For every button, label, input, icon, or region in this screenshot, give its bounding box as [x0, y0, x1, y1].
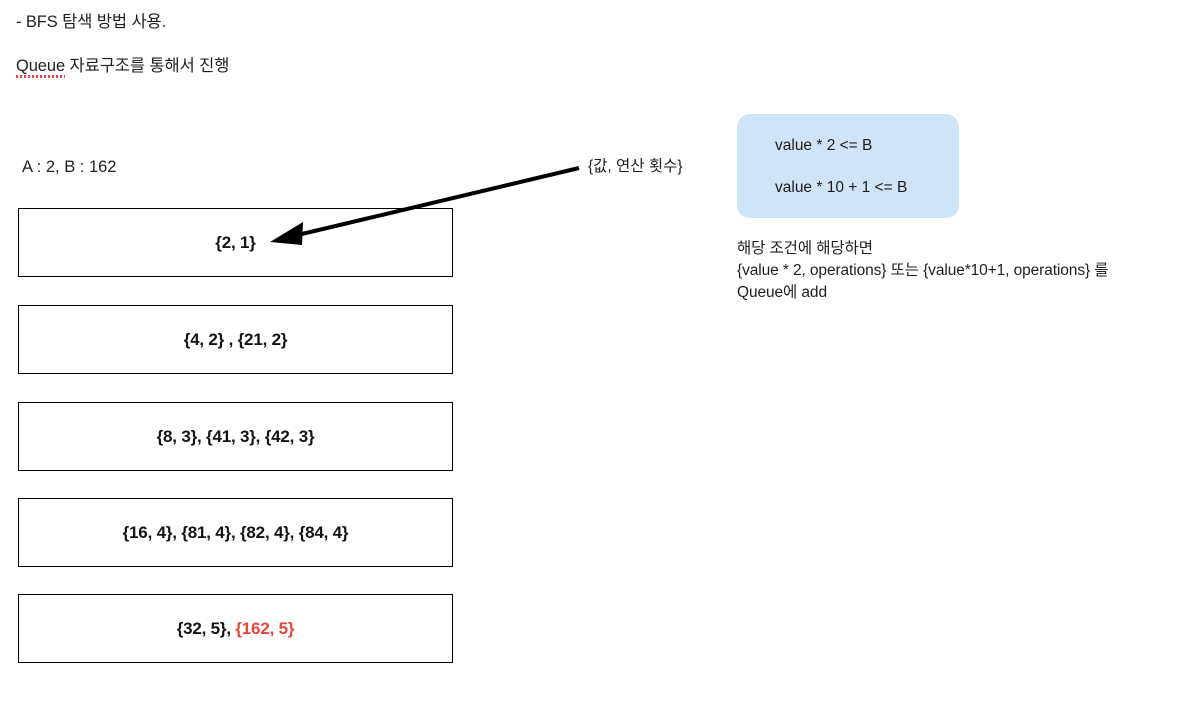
note-bfs-method: - BFS 탐색 방법 사용.	[16, 13, 167, 31]
queue-level-box-4: {16, 4}, {81, 4}, {82, 4}, {84, 4}	[18, 498, 453, 567]
queue-level-box-2: {4, 2} , {21, 2}	[18, 305, 453, 374]
explanation-line-2: {value * 2, operations} 또는 {value*10+1, …	[737, 262, 1109, 279]
explanation-text: 해당 조건에 해당하면 {value * 2, operations} 또는 {…	[737, 238, 1187, 304]
explanation-line-1: 해당 조건에 해당하면	[737, 240, 873, 257]
condition-line-1: value * 2 <= B	[775, 137, 873, 154]
condition-line-2: value * 10 + 1 <= B	[775, 179, 908, 196]
problem-ab-values: A : 2, B : 162	[22, 158, 117, 176]
queue-goal-value-highlight: {162, 5}	[235, 618, 295, 638]
queue-level-text-3: {8, 3}, {41, 3}, {42, 3}	[156, 426, 315, 446]
spellcheck-word-queue: Queue	[16, 57, 66, 78]
condition-panel: value * 2 <= B value * 10 + 1 <= B	[737, 114, 959, 218]
queue-level-text-4: {16, 4}, {81, 4}, {82, 4}, {84, 4}	[122, 522, 349, 542]
note-queue-structure: Queue 자료구조를 통해서 진행	[16, 56, 230, 78]
queue-level-text-2: {4, 2} , {21, 2}	[183, 329, 288, 349]
arrow-label-value-ops: {값, 연산 횟수}	[588, 158, 683, 175]
queue-level-text-1: {2, 1}	[215, 232, 256, 252]
queue-level-text-5-plain: {32, 5},	[176, 618, 236, 638]
queue-level-box-1: {2, 1}	[18, 208, 453, 277]
queue-level-box-5: {32, 5}, {162, 5}	[18, 594, 453, 663]
queue-level-box-3: {8, 3}, {41, 3}, {42, 3}	[18, 402, 453, 471]
queue-level-text-5: {32, 5}, {162, 5}	[177, 619, 295, 639]
explanation-line-3: Queue에 add	[737, 284, 827, 301]
note-queue-structure-rest: 자료구조를 통해서 진행	[65, 57, 230, 75]
